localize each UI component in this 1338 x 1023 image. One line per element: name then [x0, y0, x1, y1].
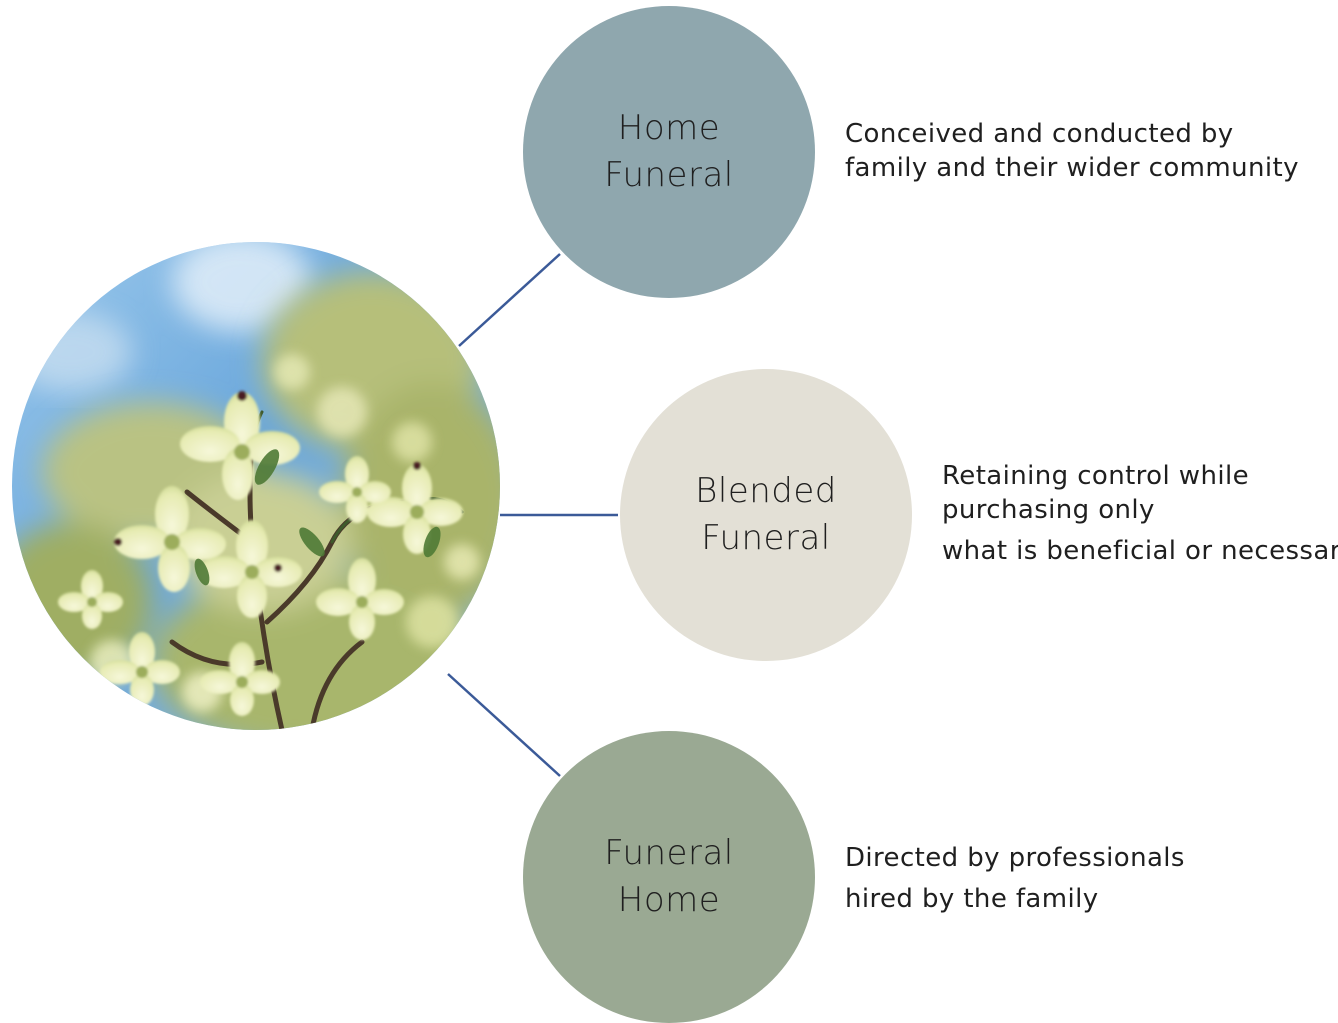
blended-funeral-circle: Blended Funeral: [620, 369, 912, 661]
funeral-home-description: Directed by professionals hired by the f…: [845, 838, 1185, 920]
funeral-home-title-line-1: Funeral: [604, 833, 734, 873]
blended-funeral-description-line-2: purchasing only: [942, 495, 1155, 525]
home-funeral-circle: Home Funeral: [523, 6, 815, 298]
funeral-home-circle: Funeral Home: [523, 731, 815, 1023]
blended-funeral-title-line-1: Blended: [695, 471, 837, 511]
blended-funeral-description: Retaining control while purchasing only …: [942, 459, 1338, 568]
blended-funeral-description-line-3: what is beneficial or necessary: [942, 536, 1338, 566]
funeral-home-description-line-2: hired by the family: [845, 884, 1099, 914]
connector-funeral-home: [447, 673, 561, 777]
blended-funeral-description-line-1: Retaining control while: [942, 461, 1249, 491]
dogwood-flowers-photo: [12, 242, 500, 730]
home-funeral-title-line-2: Funeral: [604, 155, 734, 195]
blended-funeral-title-line-2: Funeral: [701, 518, 831, 558]
home-funeral-title-line-1: Home: [617, 108, 721, 148]
home-funeral-description-line-1: Conceived and conducted by: [845, 119, 1234, 149]
connector-home-funeral: [458, 253, 561, 347]
home-funeral-description: Conceived and conducted by family and th…: [845, 117, 1299, 185]
funeral-home-title-line-2: Home: [617, 880, 721, 920]
home-funeral-description-line-2: family and their wider community: [845, 153, 1299, 183]
funeral-home-description-line-1: Directed by professionals: [845, 843, 1185, 873]
